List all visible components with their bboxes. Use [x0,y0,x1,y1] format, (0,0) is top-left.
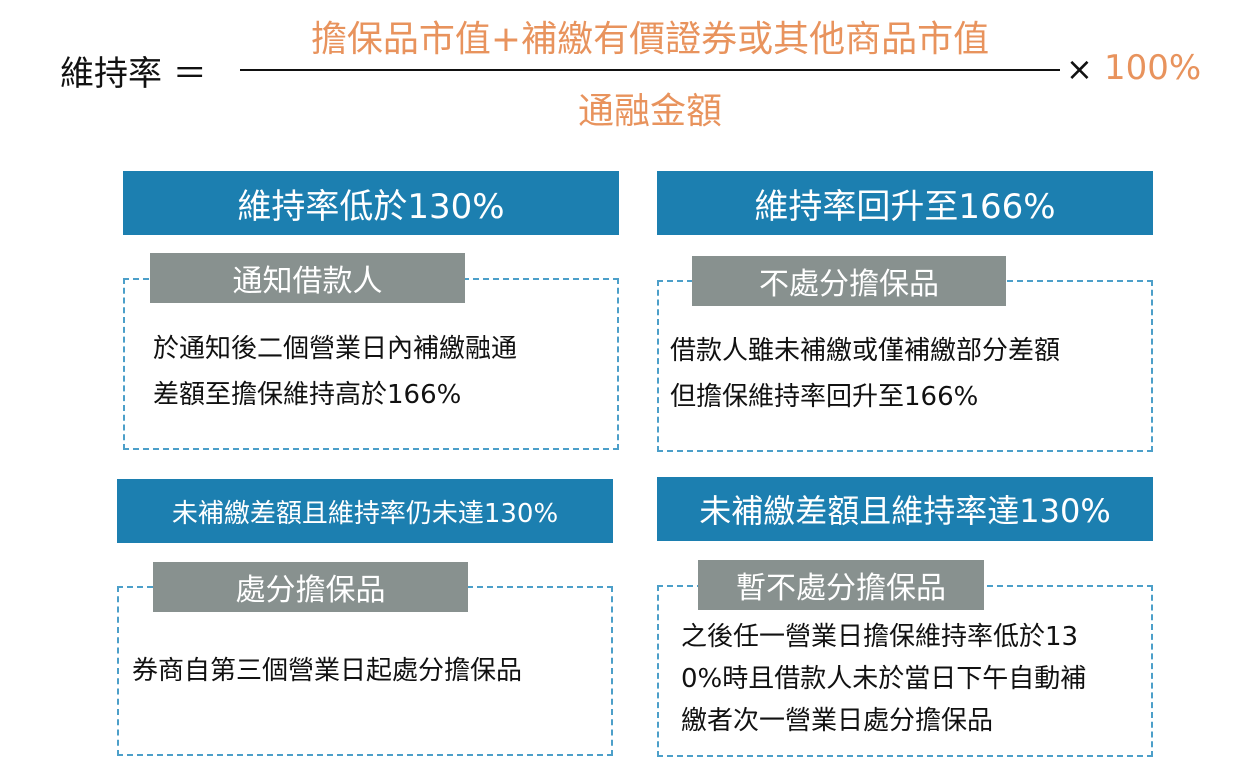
panel-header-back-to-166: 維持率回升至166% [657,171,1153,235]
tag-temporarily-no-disposal: 暫不處分擔保品 [698,560,984,610]
tag-notify-borrower: 通知借款人 [150,253,465,303]
text-line: 之後任一營業日擔保維持率低於13 [681,622,1079,652]
formula-numerator: 擔保品市值+補繳有價證券或其他商品市值 [310,19,990,60]
formula-lhs: 維持率 ＝ [60,54,207,94]
panel-text-temporarily-no-disposal: 之後任一營業日擔保維持率低於13 0%時且借款人未於當日下午自動補 繳者次一營業… [681,616,1086,742]
text-line: 於通知後二個營業日內補繳融通 [153,334,518,364]
text-line: 但擔保維持率回升至166% [670,382,979,412]
text-line: 0%時且借款人未於當日下午自動補 [681,664,1087,694]
text-line: 繳者次一營業日處分擔保品 [681,706,994,736]
panel-header-below-130: 維持率低於130% [123,171,619,235]
panel-text-no-disposal: 借款人雖未補繳或僅補繳部分差額 但擔保維持率回升至166% [670,328,1060,420]
panel-header-still-below-130: 未補繳差額且維持率仍未達130% [117,479,613,543]
panel-text-dispose: 券商自第三個營業日起處分擔保品 [132,648,522,694]
multiply-sign: × [1066,50,1093,88]
fraction-line [240,69,1060,71]
formula-denominator: 通融金額 [577,91,722,132]
formula-percent: 100% [1104,48,1202,88]
tag-dispose: 處分擔保品 [153,562,468,612]
text-line: 券商自第三個營業日起處分擔保品 [132,656,523,686]
panel-text-notify-borrower: 於通知後二個營業日內補繳融通 差額至擔保維持高於166% [153,326,517,418]
text-line: 借款人雖未補繳或僅補繳部分差額 [670,336,1061,366]
panel-header-reach-130: 未補繳差額且維持率達130% [657,477,1153,541]
text-line: 差額至擔保維持高於166% [153,380,462,410]
tag-no-disposal: 不處分擔保品 [692,256,1006,306]
